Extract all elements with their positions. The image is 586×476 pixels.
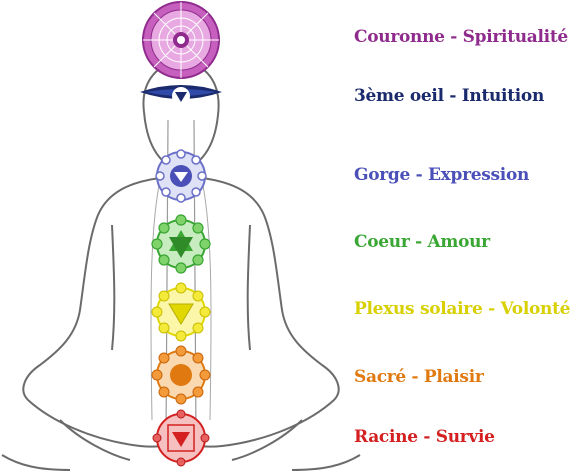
crown-chakra-icon [142, 1, 220, 79]
root-chakra-icon [152, 409, 210, 467]
solar-plexus-chakra-icon [151, 282, 211, 342]
throat-chakra-icon [155, 149, 207, 203]
chakra-label-throat: Gorge - Expression [354, 165, 530, 185]
third-eye-chakra-icon [140, 85, 222, 105]
chakra-label-sacral: Sacré - Plaisir [354, 367, 484, 387]
sacral-chakra-icon [151, 345, 211, 405]
chakra-label-solar-plexus: Plexus solaire - Volonté [354, 299, 571, 319]
chakra-label-crown: Couronne - Spiritualité [354, 27, 568, 47]
chakra-label-heart: Coeur - Amour [354, 232, 490, 252]
chakra-label-root: Racine - Survie [354, 427, 495, 447]
heart-chakra-icon [151, 214, 211, 274]
chakra-label-third-eye: 3ème oeil - Intuition [354, 86, 545, 106]
